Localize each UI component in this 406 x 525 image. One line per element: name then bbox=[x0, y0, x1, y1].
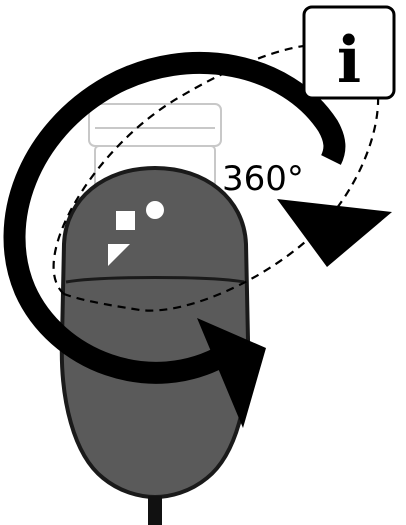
device-cable bbox=[148, 496, 162, 525]
rotation-angle-label: 360° bbox=[222, 159, 304, 199]
device-cap-divider bbox=[65, 276, 245, 284]
square-marker-icon bbox=[116, 211, 135, 230]
info-symbol-letter: i bbox=[337, 23, 361, 98]
rotation-arrow-icon bbox=[3, 51, 392, 428]
arrow-head-upper bbox=[277, 199, 392, 267]
arrow-head-lower bbox=[197, 318, 266, 428]
info-icon: i bbox=[302, 5, 396, 100]
triangle-marker-icon bbox=[108, 244, 130, 266]
handheld-device bbox=[59, 165, 251, 500]
circle-marker-icon bbox=[146, 201, 164, 219]
